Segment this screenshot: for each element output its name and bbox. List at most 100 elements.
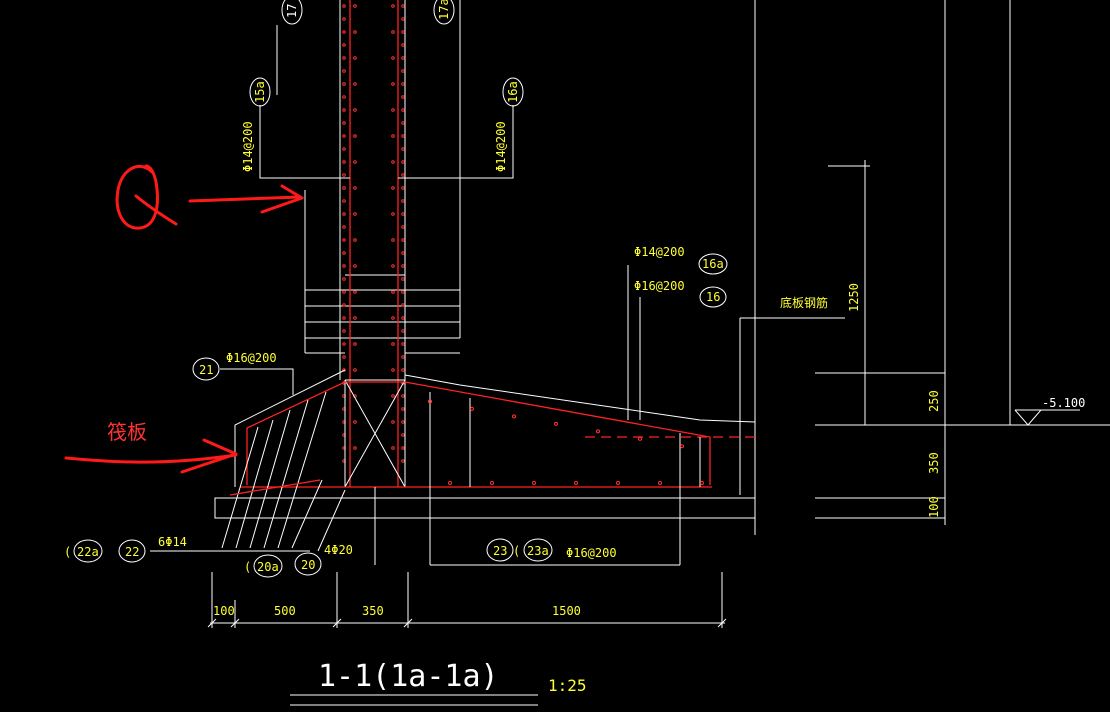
svg-text:250: 250	[927, 390, 941, 412]
drawing-title: 1-1(1a-1a) 1:25	[290, 659, 587, 706]
label-23-bar: Φ16@200	[566, 546, 617, 560]
svg-text:1250: 1250	[847, 283, 861, 312]
hand-annotation-raft: 筏板	[64, 420, 238, 474]
rebar-dot	[353, 186, 357, 190]
rebar-dot	[342, 121, 346, 125]
svg-text:20a: 20a	[257, 560, 279, 574]
svg-text:22: 22	[125, 545, 139, 559]
rebar-dot	[700, 481, 704, 485]
rebar-dot	[401, 134, 405, 138]
rebar-dot	[342, 212, 346, 216]
svg-text:17a: 17a	[437, 0, 451, 20]
rebar-dot	[470, 406, 474, 411]
rebar-dot	[353, 134, 357, 138]
rebar-dot	[401, 30, 405, 34]
rebar-dot	[401, 329, 405, 333]
svg-text:16: 16	[706, 290, 720, 304]
rebar-dot	[353, 56, 357, 60]
rebar-dot	[401, 82, 405, 86]
section-title: 1-1(1a-1a)	[318, 659, 499, 694]
rebar-dot	[342, 277, 346, 281]
rebar-dot	[353, 446, 357, 450]
rebar-dot	[616, 481, 620, 485]
marker-22: 22	[118, 539, 146, 563]
rebar-dot	[342, 69, 346, 73]
rebar-dot	[391, 160, 395, 164]
rebar-dot	[342, 4, 346, 8]
label-bottom-rebar: 底板钢筋	[780, 295, 828, 310]
rebar-dot	[342, 43, 346, 47]
marker-16a-top: 16a	[502, 77, 524, 107]
rebar-labels: Φ14@200 Φ14@200 Φ14@200 Φ16@200 Φ16@200 …	[158, 121, 828, 560]
marker-23: 23 (	[486, 538, 520, 562]
rebar-dot	[342, 82, 346, 86]
rebar-dot	[342, 160, 346, 164]
slab-distribution-dots	[428, 399, 704, 485]
rebar-dot	[401, 238, 405, 242]
rebar-dot	[401, 407, 405, 411]
marker-16-right: 16	[699, 286, 727, 308]
rebar-dot	[342, 186, 346, 190]
foundation-outline	[214, 0, 756, 535]
marker-15a: 15a	[249, 77, 271, 107]
rebar-dot	[342, 56, 346, 60]
rebar-dot	[401, 251, 405, 255]
rebar-dot	[391, 212, 395, 216]
rebar-dot	[401, 459, 405, 463]
rebar-dot	[401, 225, 405, 229]
rebar-dot	[353, 30, 357, 34]
label-16a-bar: Φ14@200	[494, 121, 508, 172]
rebar-dot	[342, 225, 346, 229]
rebar-dot	[342, 147, 346, 151]
svg-text:100: 100	[213, 604, 235, 618]
rebar-dot	[391, 238, 395, 242]
rebar-dot	[401, 173, 405, 177]
scale-label: 1:25	[548, 676, 587, 695]
rebar-dot	[391, 342, 395, 346]
rebar-dot	[342, 134, 346, 138]
rebar-dot	[342, 290, 346, 294]
rebar-dot	[391, 446, 395, 450]
rebar-dot	[353, 108, 357, 112]
slab-vertical-bars	[374, 392, 701, 566]
rebar-dot	[401, 69, 405, 73]
rebar-dot	[391, 56, 395, 60]
rebar-dot	[342, 17, 346, 21]
level-value: -5.100	[1042, 396, 1085, 410]
leader-lines	[150, 25, 641, 552]
rebar-dot	[554, 421, 558, 426]
rebar-dot	[353, 238, 357, 242]
rebar-dot	[391, 316, 395, 320]
dimension-texts: 100 500 350 1500 1250 250 350 100 -5.100	[213, 283, 1085, 618]
label-16-right: Φ16@200	[634, 279, 685, 293]
rebar-dot	[353, 316, 357, 320]
marker-20a: ( 20a	[244, 554, 283, 578]
label-22-bar: 6Φ14	[158, 535, 187, 549]
label-16a-right: Φ14@200	[634, 245, 685, 259]
rebar-dot	[401, 121, 405, 125]
rebar-dot	[342, 199, 346, 203]
svg-text:16a: 16a	[702, 257, 724, 271]
rebar-dot	[391, 4, 395, 8]
rebar-dot	[342, 329, 346, 333]
marker-17: 17	[281, 0, 303, 25]
rebar-dot	[353, 82, 357, 86]
svg-text:15a: 15a	[253, 81, 267, 103]
rebar-dot	[401, 147, 405, 151]
rebar-dot	[596, 429, 600, 434]
rebar-dot	[353, 342, 357, 346]
rebar-dot	[401, 277, 405, 281]
rebar-dot	[401, 290, 405, 294]
rebar-dot	[401, 355, 405, 359]
svg-text:17: 17	[285, 4, 299, 18]
marker-21: 21	[192, 357, 220, 381]
rebar-dot	[391, 394, 395, 398]
rebar-dot	[401, 394, 405, 398]
label-15a-bar: Φ14@200	[241, 121, 255, 172]
rebar-dot	[512, 414, 516, 419]
rebar-dot	[638, 436, 642, 441]
rebar-dot	[391, 368, 395, 372]
rebar-dot	[353, 4, 357, 8]
rebar-dot	[353, 264, 357, 268]
